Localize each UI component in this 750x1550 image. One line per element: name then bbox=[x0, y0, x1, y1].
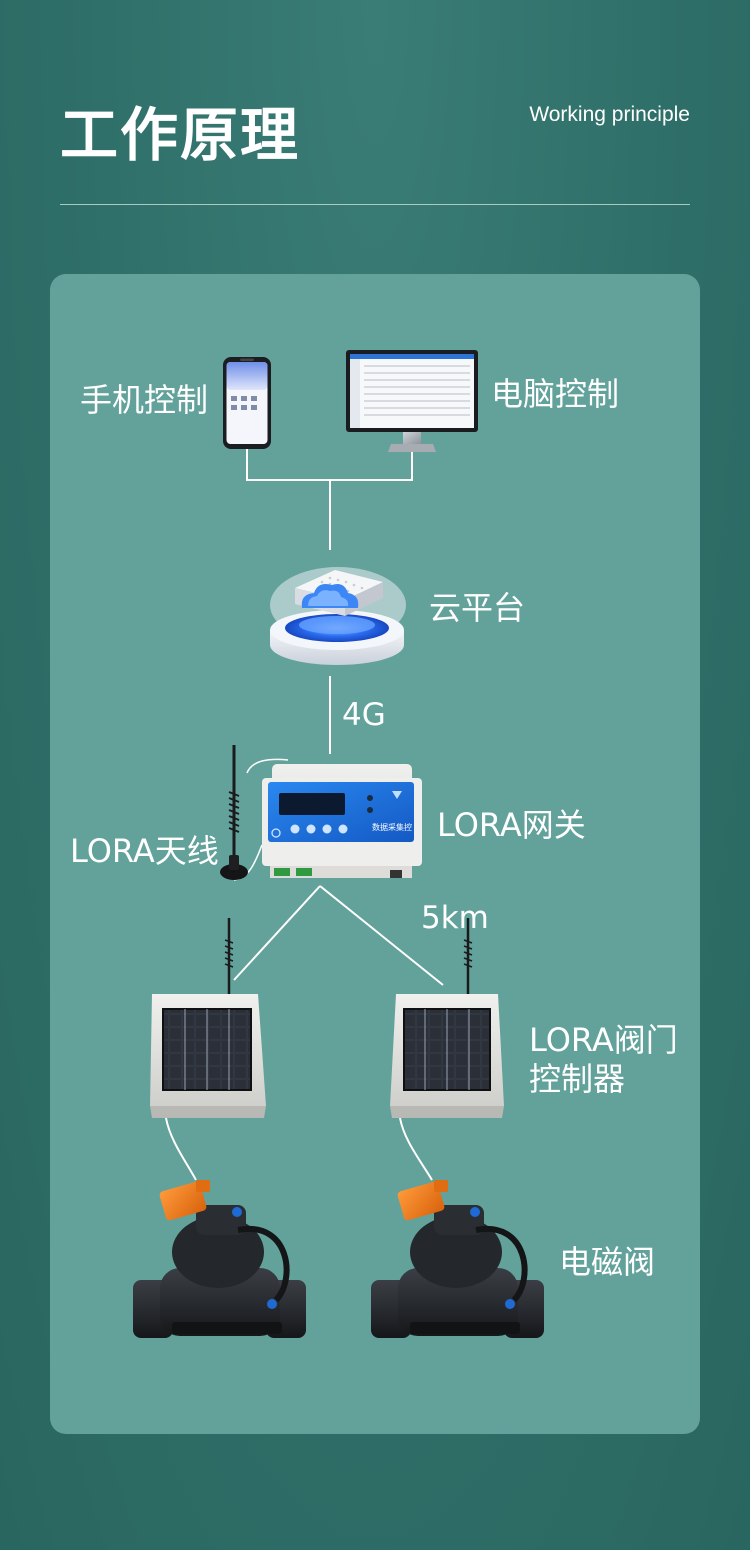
valve-controller-label-line1: LORA阀门 bbox=[529, 1021, 678, 1059]
lora-gateway-label: LORA网关 bbox=[437, 806, 586, 844]
cloud-platform-icon bbox=[270, 567, 406, 665]
lora-valve-controller-left bbox=[150, 918, 266, 1118]
valve-controller-label-line2: 控制器 bbox=[529, 1060, 626, 1098]
phone-control-label: 手机控制 bbox=[80, 381, 209, 419]
lora-antenna-icon bbox=[220, 745, 289, 881]
phone-icon bbox=[223, 357, 271, 449]
lora-antenna-label: LORA天线 bbox=[70, 832, 219, 870]
title-divider bbox=[60, 204, 690, 205]
gateway-to-left-controller bbox=[233, 885, 321, 981]
range-label: 5km bbox=[421, 900, 489, 936]
left-controller-cable bbox=[165, 1117, 197, 1181]
page-title: 工作原理 bbox=[60, 101, 301, 169]
pc-connector bbox=[330, 452, 413, 481]
phone-connector bbox=[246, 448, 330, 481]
solenoid-valve-left bbox=[133, 1180, 306, 1338]
lora-gateway-device: 数据采集控 bbox=[262, 764, 422, 878]
solenoid-valve-right bbox=[371, 1180, 544, 1338]
lora-valve-controller-right bbox=[390, 918, 504, 1118]
page-subtitle: Working principle bbox=[529, 103, 690, 126]
right-controller-cable bbox=[399, 1117, 433, 1181]
gateway-brand-text: 数据采集控 bbox=[372, 822, 412, 832]
pc-control-label: 电脑控制 bbox=[491, 375, 620, 413]
gateway-to-right-controller bbox=[319, 885, 444, 986]
link-4g-label: 4G bbox=[342, 697, 386, 733]
pc-monitor-icon bbox=[346, 350, 478, 452]
solenoid-valve-label: 电磁阀 bbox=[559, 1243, 656, 1281]
connector-lines bbox=[165, 448, 444, 1181]
cloud-platform-label: 云平台 bbox=[429, 589, 526, 627]
